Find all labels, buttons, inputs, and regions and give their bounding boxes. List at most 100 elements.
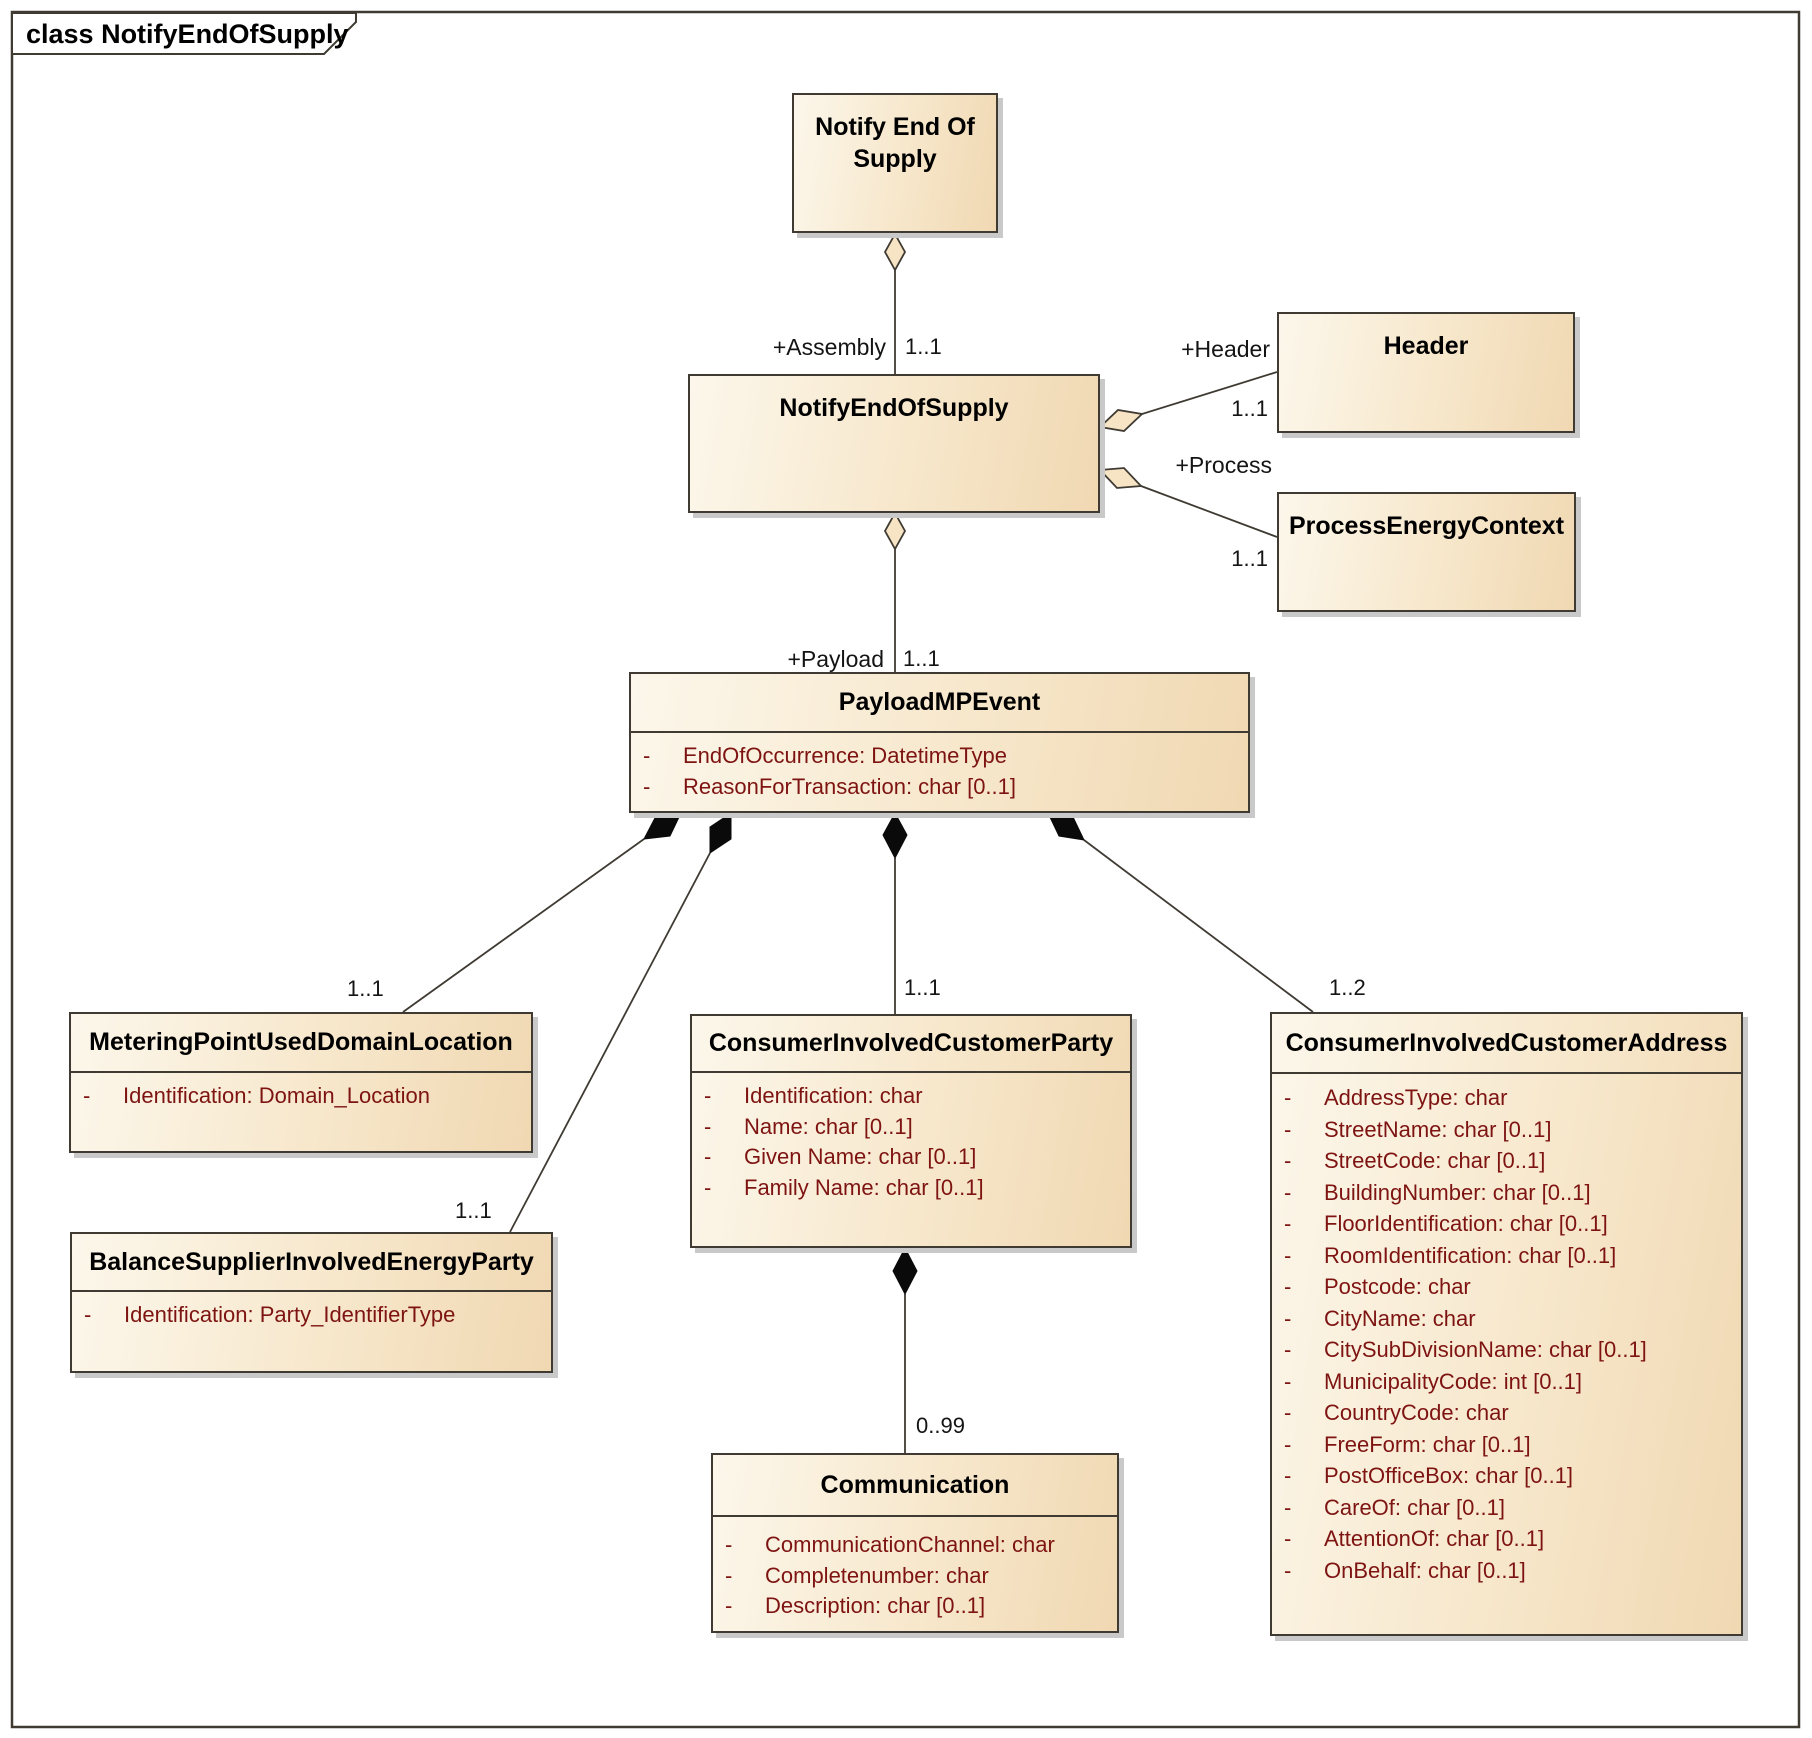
visibility-private: -	[83, 1083, 91, 1108]
attribute: -StreetCode: char [0..1]	[1284, 1145, 1735, 1177]
visibility-private: -	[704, 1174, 712, 1200]
class-box-consumer-involved-customer-party: ConsumerInvolvedCustomerParty -Identific…	[690, 1014, 1132, 1248]
visibility-private: -	[1284, 1337, 1292, 1362]
visibility-private: -	[1284, 1557, 1292, 1583]
attribute: -AttentionOf: char [0..1]	[1284, 1523, 1735, 1555]
edge-multiplicity-payload: 1..1	[903, 646, 940, 671]
aggregation-diamond-payload	[883, 511, 907, 551]
attribute: -OnBehalf: char [0..1]	[1284, 1555, 1735, 1587]
visibility-private: -	[1284, 1242, 1292, 1268]
attribute: -RoomIdentification: char [0..1]	[1284, 1240, 1735, 1272]
visibility-private: -	[1284, 1368, 1292, 1394]
class-title: Header	[1383, 332, 1469, 360]
composition-diamond-metering-point	[643, 812, 682, 840]
attribute: -Postcode: char	[1284, 1271, 1735, 1303]
attribute: -StreetName: char [0..1]	[1284, 1114, 1735, 1146]
attribute: -MunicipalityCode: int [0..1]	[1284, 1366, 1735, 1398]
attribute: -Completenumber: char	[725, 1561, 1111, 1592]
visibility-private: -	[725, 1562, 733, 1588]
class-box-metering-point-used-domain-location: MeteringPointUsedDomainLocation -Identif…	[69, 1012, 533, 1153]
visibility-private: -	[84, 1302, 92, 1327]
class-box-consumer-involved-customer-address: ConsumerInvolvedCustomerAddress -Address…	[1270, 1012, 1743, 1636]
aggregation-diamond-header	[1098, 409, 1144, 432]
visibility-private: -	[1284, 1116, 1292, 1142]
edge-multiplicity-balance-supplier: 1..1	[455, 1198, 492, 1223]
class-box-notify-end-of-supply: Notify End Of Supply	[792, 93, 998, 233]
visibility-private: -	[1284, 1148, 1292, 1173]
attribute: -Description: char [0..1]	[725, 1591, 1111, 1622]
edge-role-header: +Header	[1181, 336, 1270, 362]
edge-process-line	[1140, 485, 1278, 538]
edge-balance-supplier-line	[509, 852, 711, 1233]
edge-role-assembly: +Assembly	[772, 334, 886, 360]
attribute-list: -Identification: Party_IdentifierType	[72, 1292, 551, 1331]
edge-multiplicity-process: 1..1	[1231, 546, 1268, 571]
edge-multiplicity-metering-point: 1..1	[347, 976, 384, 1001]
edge-role-payload: +Payload	[787, 646, 884, 672]
aggregation-diamond-assembly	[883, 232, 907, 272]
class-box-process-energy-context: ProcessEnergyContext	[1277, 492, 1576, 612]
attribute: -FloorIdentification: char [0..1]	[1284, 1208, 1735, 1240]
class-box-payload-mp-event: PayloadMPEvent -EndOfOccurrence: Datetim…	[629, 672, 1250, 813]
attribute-list: -CommunicationChannel: char -Completenum…	[713, 1517, 1117, 1622]
visibility-private: -	[725, 1593, 733, 1618]
visibility-private: -	[643, 773, 651, 799]
diagram-title: class NotifyEndOfSupply	[26, 19, 349, 49]
attribute: -AddressType: char	[1284, 1082, 1735, 1114]
visibility-private: -	[1284, 1085, 1292, 1110]
visibility-private: -	[704, 1083, 712, 1108]
visibility-private: -	[1284, 1305, 1292, 1331]
composition-diamond-customer-party	[882, 811, 908, 860]
visibility-private: -	[1284, 1494, 1292, 1520]
attribute: -Family Name: char [0..1]	[704, 1173, 1124, 1204]
composition-diamond-communication	[892, 1246, 918, 1296]
attribute: -ReasonForTransaction: char [0..1]	[643, 772, 1242, 803]
attribute-list: -EndOfOccurrence: DatetimeType -ReasonFo…	[631, 733, 1248, 802]
composition-diamond-customer-address	[1047, 812, 1085, 841]
diagram-frame	[10, 10, 1801, 1729]
class-box-communication: Communication -CommunicationChannel: cha…	[711, 1453, 1119, 1633]
visibility-private: -	[1284, 1431, 1292, 1457]
edge-multiplicity-header: 1..1	[1231, 396, 1268, 421]
attribute: -CountryCode: char	[1284, 1397, 1735, 1429]
class-title: MeteringPointUsedDomainLocation	[71, 1014, 531, 1073]
class-title: Communication	[713, 1455, 1117, 1517]
visibility-private: -	[704, 1144, 712, 1169]
attribute: -Identification: Domain_Location	[83, 1081, 525, 1112]
class-title: PayloadMPEvent	[631, 674, 1248, 733]
visibility-private: -	[1284, 1463, 1292, 1488]
edge-multiplicity-assembly: 1..1	[905, 334, 942, 359]
edge-customer-address-line	[1083, 839, 1314, 1013]
class-box-notifyendofsupply: NotifyEndOfSupply	[688, 374, 1100, 513]
attribute-list: -Identification: char -Name: char [0..1]…	[692, 1073, 1130, 1203]
attribute: -BuildingNumber: char [0..1]	[1284, 1177, 1735, 1209]
attribute: -CommunicationChannel: char	[725, 1530, 1111, 1561]
attribute-list: -AddressType: char -StreetName: char [0.…	[1272, 1074, 1741, 1586]
attribute: -Identification: Party_IdentifierType	[84, 1300, 545, 1331]
attribute: -CareOf: char [0..1]	[1284, 1492, 1735, 1524]
visibility-private: -	[1284, 1179, 1292, 1205]
visibility-private: -	[725, 1532, 733, 1557]
attribute: -FreeForm: char [0..1]	[1284, 1429, 1735, 1461]
composition-diamond-balance-supplier	[709, 812, 732, 854]
attribute-list: -Identification: Domain_Location	[71, 1073, 531, 1112]
attribute: -CitySubDivisionName: char [0..1]	[1284, 1334, 1735, 1366]
class-title: ProcessEnergyContext	[1288, 512, 1565, 540]
edge-multiplicity-communication: 0..99	[916, 1413, 965, 1438]
class-title: NotifyEndOfSupply	[779, 394, 1009, 422]
visibility-private: -	[643, 743, 651, 768]
visibility-private: -	[1284, 1526, 1292, 1551]
visibility-private: -	[704, 1113, 712, 1139]
attribute: -EndOfOccurrence: DatetimeType	[643, 741, 1242, 772]
diagram-title-tab	[11, 12, 357, 55]
edge-multiplicity-customer-address: 1..2	[1329, 975, 1366, 1000]
attribute: -Name: char [0..1]	[704, 1112, 1124, 1143]
aggregation-diamond-process	[1098, 467, 1143, 489]
edge-metering-point-line	[402, 838, 645, 1013]
class-title: Notify End Of Supply	[815, 113, 975, 173]
attribute: -PostOfficeBox: char [0..1]	[1284, 1460, 1735, 1492]
edge-multiplicity-customer-party: 1..1	[904, 975, 941, 1000]
class-title: ConsumerInvolvedCustomerParty	[692, 1016, 1130, 1073]
